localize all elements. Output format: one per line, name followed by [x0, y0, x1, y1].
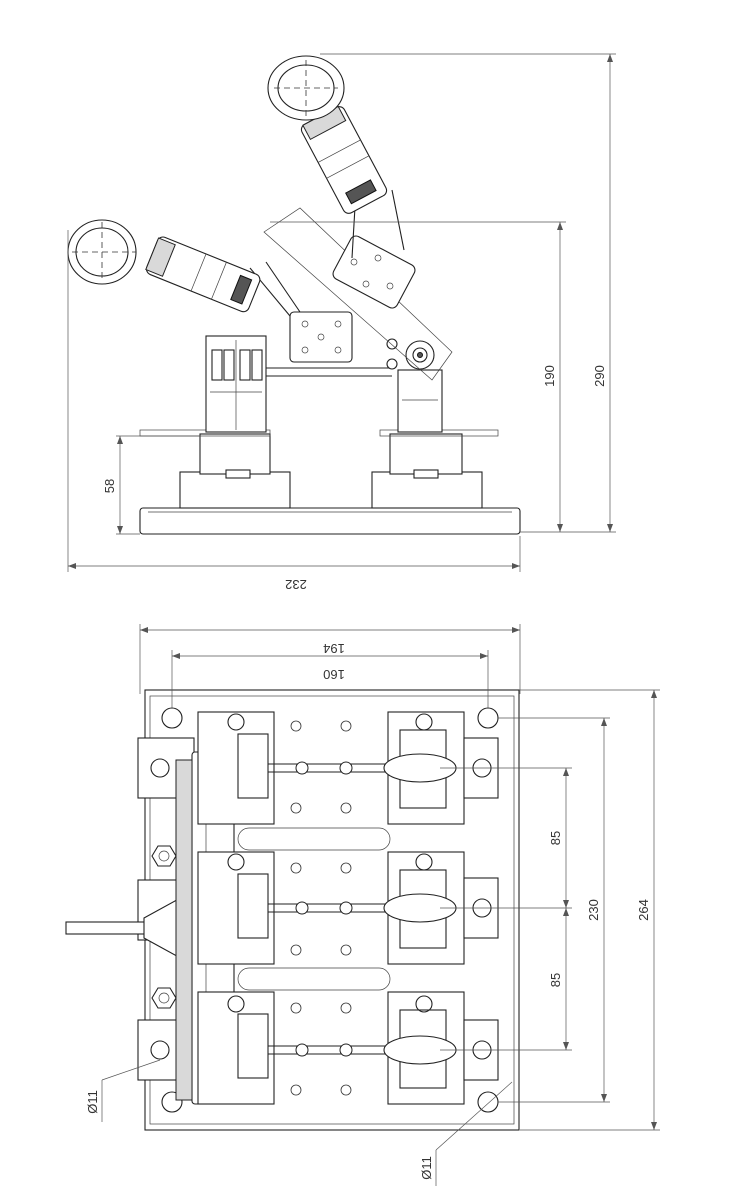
- dim-190-label: 190: [542, 365, 557, 387]
- right-lugs: [463, 737, 499, 1081]
- handle-closed: [67, 219, 353, 363]
- handle-open-position: [263, 55, 453, 381]
- left-pedestal: [139, 335, 291, 509]
- dim-dia11-left-label: Ø11: [85, 1090, 100, 1114]
- dim-290-label: 290: [592, 365, 607, 387]
- dim-264-label: 264: [636, 899, 651, 921]
- right-pedestal: [371, 340, 499, 509]
- dim-85-lower-label: 85: [548, 973, 563, 987]
- dim-dia11-bottom-label: Ø11: [419, 1156, 434, 1180]
- dim-194-label: 194: [323, 641, 345, 656]
- top-view-dimensions: [67, 53, 616, 572]
- dim-58-label: 58: [102, 479, 117, 493]
- dim-85-upper-label: 85: [548, 831, 563, 845]
- plan-view: 194 160 85 85 230 264 Ø11 Ø11: [65, 624, 660, 1186]
- left-contacts: [197, 711, 275, 1105]
- side-elevation-view: 232 58 190 290: [67, 53, 616, 592]
- dim-232-label: 232: [285, 577, 307, 592]
- dim-230-label: 230: [586, 899, 601, 921]
- plan-view-dimensions: [101, 624, 660, 1186]
- base-plate: [139, 507, 521, 535]
- dim-160-label: 160: [323, 667, 345, 682]
